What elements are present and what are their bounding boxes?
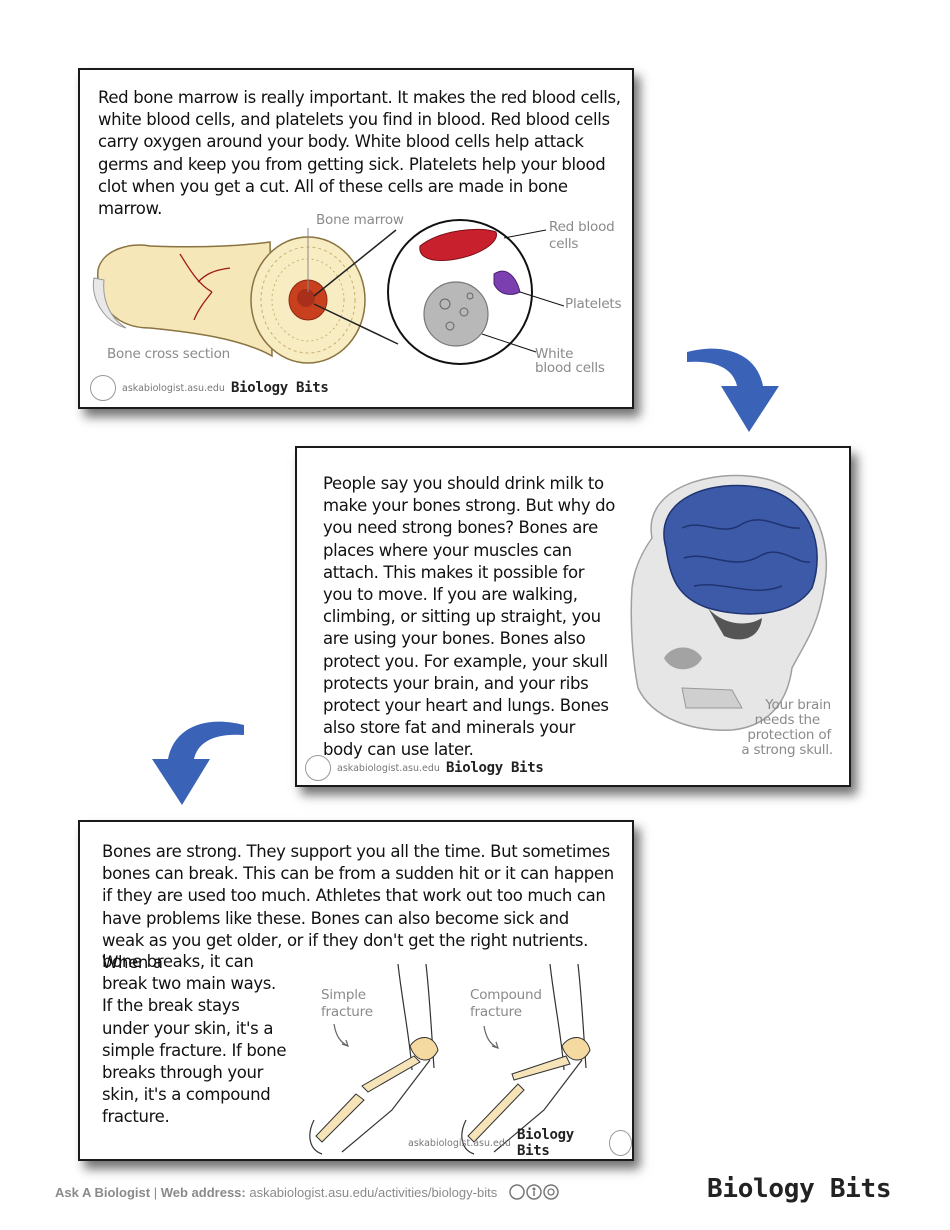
broken-bones-paragraph-side: bone breaks, it can break two main ways.… xyxy=(102,952,287,1127)
card-footer: askabiologist.asu.edu Biology Bits xyxy=(402,1127,632,1159)
web-address-label: Web address: xyxy=(160,1184,246,1200)
page-footer: Ask A Biologist | Web address: askabiolo… xyxy=(55,1184,559,1203)
broken-bones-paragraph-top: Bones are strong. They support you all t… xyxy=(102,842,614,973)
biology-bits-brand-logo: Biology Bits xyxy=(707,1174,892,1204)
card-footer: askabiologist.asu.edu Biology Bits xyxy=(305,755,544,781)
badge-circle xyxy=(90,375,116,401)
biology-bits-logo: Biology Bits xyxy=(516,1127,574,1159)
creative-commons-icon xyxy=(509,1184,559,1203)
red-blood-cells-label-1: Red blood xyxy=(549,219,615,235)
biology-bits-logo: Biology Bits xyxy=(230,380,329,396)
web-address-link[interactable]: askabiologist.asu.edu/activities/biology… xyxy=(245,1184,498,1200)
platelets-label: Platelets xyxy=(565,296,622,312)
fracture-illustrations xyxy=(309,963,591,1155)
simple-fracture-label-1: Simple xyxy=(321,987,366,1003)
brain-caption-4: a strong skull. xyxy=(741,742,833,758)
white-blood-cells-label-2: blood cells xyxy=(535,360,605,376)
badge-circle xyxy=(305,755,331,781)
bone-marrow-card: Red bone marrow is really important. It … xyxy=(78,68,634,409)
brain-caption-2: needs the xyxy=(754,712,821,728)
bone-cross-section-label: Bone cross section xyxy=(107,346,230,362)
curved-arrow-down-right-icon xyxy=(687,348,779,432)
strong-bones-paragraph: People say you should drink milk to make… xyxy=(323,474,616,760)
biology-bits-logo: Biology Bits xyxy=(445,760,544,776)
compound-fracture-label-1: Compound xyxy=(470,987,542,1003)
site-url: askabiologist.asu.edu xyxy=(408,1137,511,1149)
white-blood-cells-label-1: White xyxy=(535,346,574,362)
red-blood-cells-label-2: cells xyxy=(549,236,579,252)
footer-separator: | xyxy=(150,1184,161,1200)
site-url: askabiologist.asu.edu xyxy=(122,382,225,394)
brain-caption-1: Your brain xyxy=(765,697,831,713)
org-name: Ask A Biologist xyxy=(55,1184,151,1200)
bone-marrow-illustration xyxy=(92,219,565,365)
brain-caption-3: protection of xyxy=(747,727,831,743)
skull-brain-illustration xyxy=(630,474,828,731)
site-url: askabiologist.asu.edu xyxy=(337,762,440,774)
card-footer: askabiologist.asu.edu Biology Bits xyxy=(90,375,329,401)
simple-fracture-label-2: fracture xyxy=(321,1004,373,1020)
badge-circle xyxy=(609,1130,632,1156)
bone-marrow-paragraph: Red bone marrow is really important. It … xyxy=(98,88,621,219)
compound-fracture-label-2: fracture xyxy=(470,1004,522,1020)
strong-bones-card: People say you should drink milk to make… xyxy=(295,446,851,787)
bone-marrow-label: Bone marrow xyxy=(316,212,404,228)
curved-arrow-down-left-icon xyxy=(152,721,244,805)
broken-bones-card: Bones are strong. They support you all t… xyxy=(78,820,634,1161)
